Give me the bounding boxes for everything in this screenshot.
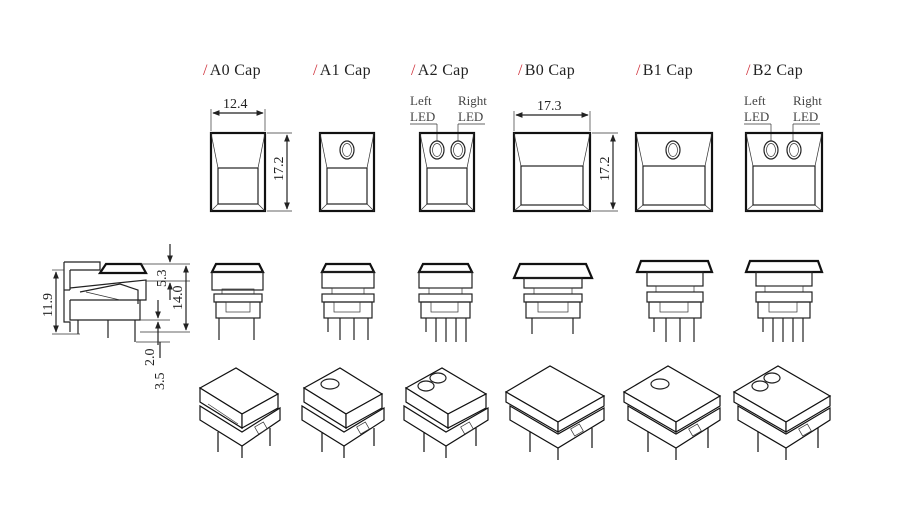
- dim-a-height: 17.2: [272, 157, 287, 182]
- side-view-dimensioned: 11.9 5.3 14.0 2.0 3.5: [41, 244, 190, 390]
- isometric-view-b0: [504, 365, 606, 460]
- led-left-top: Left: [744, 93, 766, 108]
- cap-title-b2: /B2 Cap: [746, 62, 803, 80]
- front-view-a2: Left LED Right LED: [410, 93, 487, 213]
- led-right-top: Right: [793, 93, 822, 108]
- title-slash: /: [313, 62, 318, 79]
- dim-a-width: 12.4: [223, 97, 248, 112]
- cap-title-a0: /A0 Cap: [203, 62, 261, 80]
- isometric-view-b2: [732, 365, 832, 460]
- cap-label: A1 Cap: [319, 62, 371, 79]
- cap-title-a2: /A2 Cap: [411, 62, 469, 80]
- led-left-top: Left: [410, 93, 432, 108]
- title-slash: /: [636, 62, 641, 79]
- isometric-view-a0: [198, 367, 281, 458]
- front-view-a0: 12.4 17.2: [209, 97, 292, 213]
- side-view-a1: [320, 262, 376, 340]
- dim-b-height: 17.2: [598, 157, 613, 182]
- dim-side-body: 14.0: [171, 286, 186, 311]
- side-view-a0: [210, 262, 265, 340]
- dim-side-pin-gap: 2.0: [143, 349, 158, 367]
- front-view-a1: [318, 131, 376, 213]
- led-left-bottom: LED: [410, 109, 435, 124]
- isometric-view-a2: [403, 367, 489, 458]
- title-slash: /: [411, 62, 416, 79]
- cap-title-a1: /A1 Cap: [313, 62, 371, 80]
- isometric-view-b1: [622, 365, 722, 460]
- cap-title-b1: /B1 Cap: [636, 62, 693, 80]
- side-view-b0: [512, 262, 594, 334]
- cap-label: A0 Cap: [209, 62, 261, 79]
- side-view-a2: [417, 262, 474, 342]
- cap-label: A2 Cap: [417, 62, 469, 79]
- dim-side-pin-len: 3.5: [153, 373, 168, 391]
- dim-side-total: 11.9: [41, 293, 56, 317]
- dim-side-cap: 5.3: [155, 270, 170, 288]
- led-right-top: Right: [458, 93, 487, 108]
- led-left-bottom: LED: [744, 109, 769, 124]
- title-slash: /: [203, 62, 208, 79]
- led-right-bottom: LED: [458, 109, 483, 124]
- front-view-b1: [634, 131, 714, 213]
- cap-label: B2 Cap: [752, 62, 803, 79]
- side-view-b2: [744, 259, 824, 342]
- cap-label: B0 Cap: [524, 62, 575, 79]
- side-view-b1: [635, 259, 714, 342]
- led-right-bottom: LED: [793, 109, 818, 124]
- cap-title-b0: /B0 Cap: [518, 62, 575, 80]
- title-slash: /: [746, 62, 751, 79]
- dim-b-width: 17.3: [537, 99, 562, 114]
- isometric-view-a1: [301, 367, 385, 458]
- cap-label: B1 Cap: [642, 62, 693, 79]
- front-view-b2: Left LED Right LED: [744, 93, 824, 213]
- title-slash: /: [518, 62, 523, 79]
- front-view-b0: 17.3 17.2: [512, 99, 618, 213]
